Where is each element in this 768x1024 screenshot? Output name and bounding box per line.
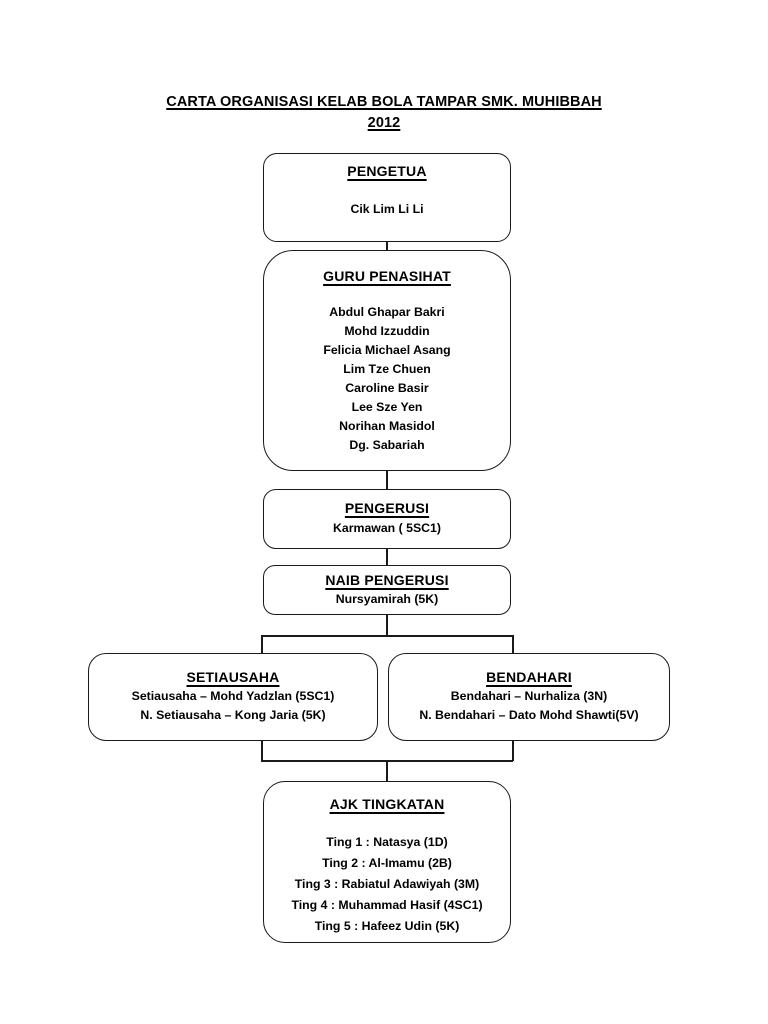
org-node-member: Caroline Basir [345, 381, 429, 395]
org-node-member: Ting 2 : Al-Imamu (2B) [322, 856, 452, 870]
org-node-ajk-tingkatan-members: Ting 1 : Natasya (1D) Ting 2 : Al-Imamu (… [291, 832, 482, 937]
org-node-member: Nursyamirah (5K) [335, 591, 439, 606]
org-node-pengetua-title: PENGETUA [347, 163, 427, 179]
org-node-pengetua-members: Cik Lim Li Li [350, 200, 423, 219]
org-node-member: Dg. Sabariah [349, 438, 425, 452]
connector-bendahari-merge [512, 740, 514, 761]
org-node-ajk-tingkatan-title: AJK TINGKATAN [329, 796, 445, 812]
org-node-member: Ting 5 : Hafeez Udin (5K) [314, 919, 460, 933]
connector-split-to-bendahari [512, 635, 514, 654]
org-node-setiausaha-title: SETIAUSAHA [186, 669, 280, 686]
org-node-member: N. Bendahari – Dato Mohd Shawti(5V) [419, 708, 639, 722]
page-title-line-2: 2012 [367, 115, 401, 131]
org-node-member: Ting 4 : Muhammad Hasif (4SC1) [291, 898, 483, 912]
connector-pengetua-to-guru [386, 241, 388, 252]
org-node-naib-pengerusi-members: Nursyamirah (5K) [336, 590, 439, 609]
org-node-member: Felicia Michael Asang [323, 343, 451, 357]
connector-merge-to-ajk [386, 760, 388, 782]
page-title: CARTA ORGANISASI KELAB BOLA TAMPAR SMK. … [0, 92, 768, 134]
org-node-member: Lim Tze Chuen [343, 362, 431, 376]
org-node-member: Ting 3 : Rabiatul Adawiyah (3M) [294, 877, 480, 891]
org-node-setiausaha-members: Setiausaha – Mohd Yadzlan (5SC1) N. Setia… [132, 687, 335, 724]
connector-naib-drop [386, 614, 388, 636]
org-node-member: N. Setiausaha – Kong Jaria (5K) [140, 708, 326, 722]
org-node-pengerusi: PENGERUSI Karmawan ( 5SC1) [263, 489, 511, 549]
org-node-ajk-tingkatan: AJK TINGKATAN Ting 1 : Natasya (1D)Ting … [263, 781, 511, 943]
connector-split-to-setiausaha [261, 635, 263, 654]
org-node-naib-pengerusi-title: NAIB PENGERUSI [325, 571, 449, 588]
connector-pengerusi-to-naib [386, 548, 388, 566]
org-node-member: Karmawan ( 5SC1) [333, 521, 441, 536]
org-node-pengerusi-members: Karmawan ( 5SC1) [333, 519, 441, 538]
org-node-bendahari-members: Bendahari – Nurhaliza (3N) N. Bendahari –… [419, 687, 638, 724]
org-node-bendahari: BENDAHARI Bendahari – Nurhaliza (3N) N. B… [388, 653, 670, 741]
page-title-line-1: CARTA ORGANISASI KELAB BOLA TAMPAR SMK. … [166, 94, 602, 110]
connector-guru-to-pengerusi [386, 469, 388, 490]
org-node-guru-penasihat-title: GURU PENASIHAT [323, 268, 451, 284]
org-node-member: Cik Lim Li Li [350, 202, 424, 216]
org-node-setiausaha: SETIAUSAHA Setiausaha – Mohd Yadzlan (5S… [88, 653, 378, 741]
org-node-naib-pengerusi: NAIB PENGERUSI Nursyamirah (5K) [263, 565, 511, 615]
org-node-member: Mohd Izzuddin [344, 324, 430, 338]
org-node-member: Bendahari – Nurhaliza (3N) [450, 689, 608, 704]
org-node-member: Abdul Ghapar Bakri [329, 305, 445, 319]
org-node-member: Lee Sze Yen [351, 400, 423, 414]
org-node-member: Setiausaha – Mohd Yadzlan (5SC1) [131, 689, 335, 704]
org-node-bendahari-title: BENDAHARI [486, 669, 572, 686]
org-node-pengetua: PENGETUA Cik Lim Li Li [263, 153, 511, 242]
org-node-member: Norihan Masidol [339, 419, 435, 433]
org-node-member: Ting 1 : Natasya (1D) [326, 835, 448, 849]
connector-split-bar [261, 635, 513, 637]
org-node-pengerusi-title: PENGERUSI [344, 500, 430, 517]
connector-setiausaha-merge [261, 740, 263, 761]
